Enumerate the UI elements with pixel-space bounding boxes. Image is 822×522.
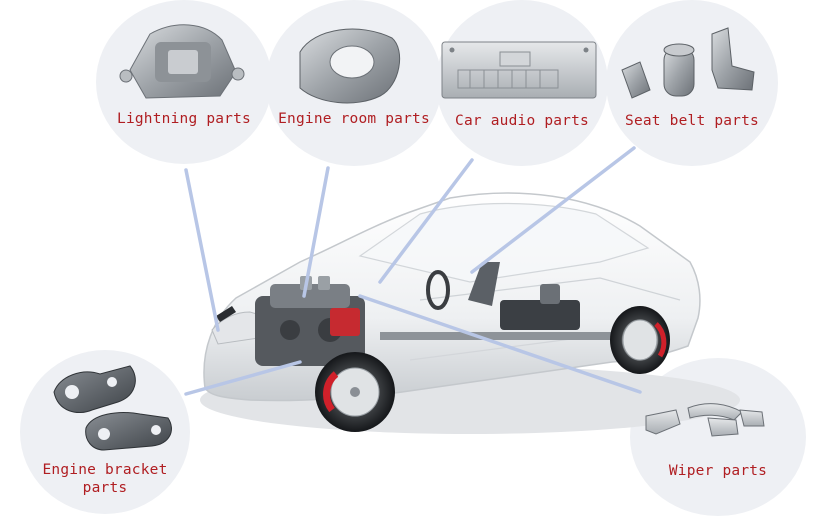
label-engine-bracket-parts-line2: parts [82, 480, 128, 496]
leader-lines [184, 146, 642, 396]
engine-bracket-part-icon [53, 365, 172, 451]
label-engine-bracket-parts-line1: Engine bracket [42, 462, 168, 478]
rear-wheel [610, 306, 670, 374]
label-seat-belt-parts: Seat belt parts [625, 113, 759, 129]
front-wheel [315, 352, 395, 432]
engine-room-disc-icon [299, 28, 401, 104]
car-cutaway-illustration [200, 192, 740, 434]
label-car-audio-parts: Car audio parts [455, 113, 589, 129]
label-engine-room-parts: Engine room parts [278, 111, 430, 127]
wiper-parts-icon [645, 403, 765, 437]
seat-belt-parts-icon [621, 27, 755, 99]
label-wiper-parts: Wiper parts [668, 463, 768, 479]
car-audio-plate-icon [441, 41, 597, 99]
engine-block [255, 276, 365, 366]
label-lightning-parts: Lightning parts [117, 111, 251, 127]
headlight-housing-part-icon [119, 24, 245, 99]
